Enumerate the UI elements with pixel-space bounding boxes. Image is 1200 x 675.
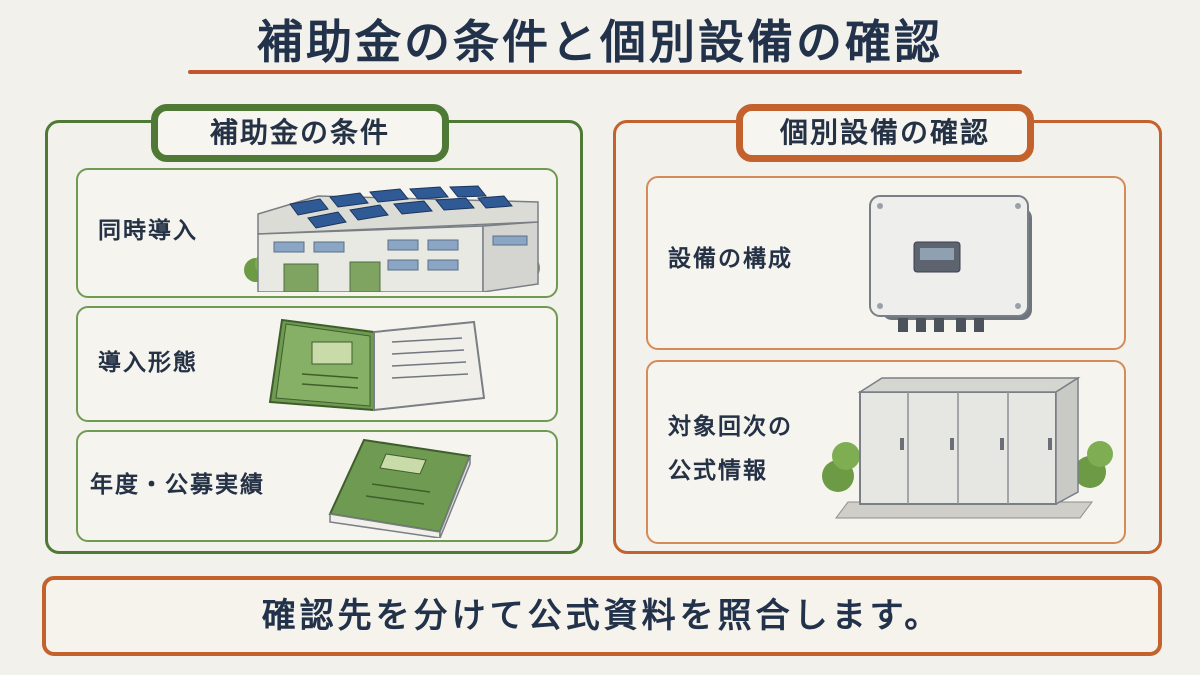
card-label-equipment-configuration: 設備の構成 [668,246,793,272]
card-label-official-info-line2: 公式情報 [668,458,768,484]
electrical-cabinet-icon [822,376,1113,519]
page-title: 補助金の条件と個別設備の確認 [257,15,943,69]
card-label-simultaneous-introduction: 同時導入 [98,218,198,244]
factory-with-solar-panels-icon [244,185,540,292]
card-introduction-form: 導入形態 [76,306,558,422]
footer-message-box: 確認先を分けて公式資料を照合します。 [42,576,1162,656]
subsidy-conditions-heading: 補助金の条件 [151,104,449,162]
card-simultaneous-introduction: 同時導入 [76,168,558,298]
card-fiscal-year-results: 年度・公募実績 [76,430,558,542]
card-label-official-info-line1: 対象回次の [668,414,793,440]
open-book-icon [268,318,486,412]
closed-book-icon [328,438,472,538]
card-label-fiscal-year-results: 年度・公募実績 [90,472,265,498]
card-label-introduction-form: 導入形態 [98,350,198,376]
equipment-check-heading: 個別設備の確認 [736,104,1034,162]
card-official-info: 対象回次の 公式情報 [646,360,1126,544]
card-equipment-configuration: 設備の構成 [646,176,1126,350]
footer-message: 確認先を分けて公式資料を照合します。 [261,596,943,636]
title-underline [188,70,1022,74]
power-conditioner-icon [869,195,1032,332]
